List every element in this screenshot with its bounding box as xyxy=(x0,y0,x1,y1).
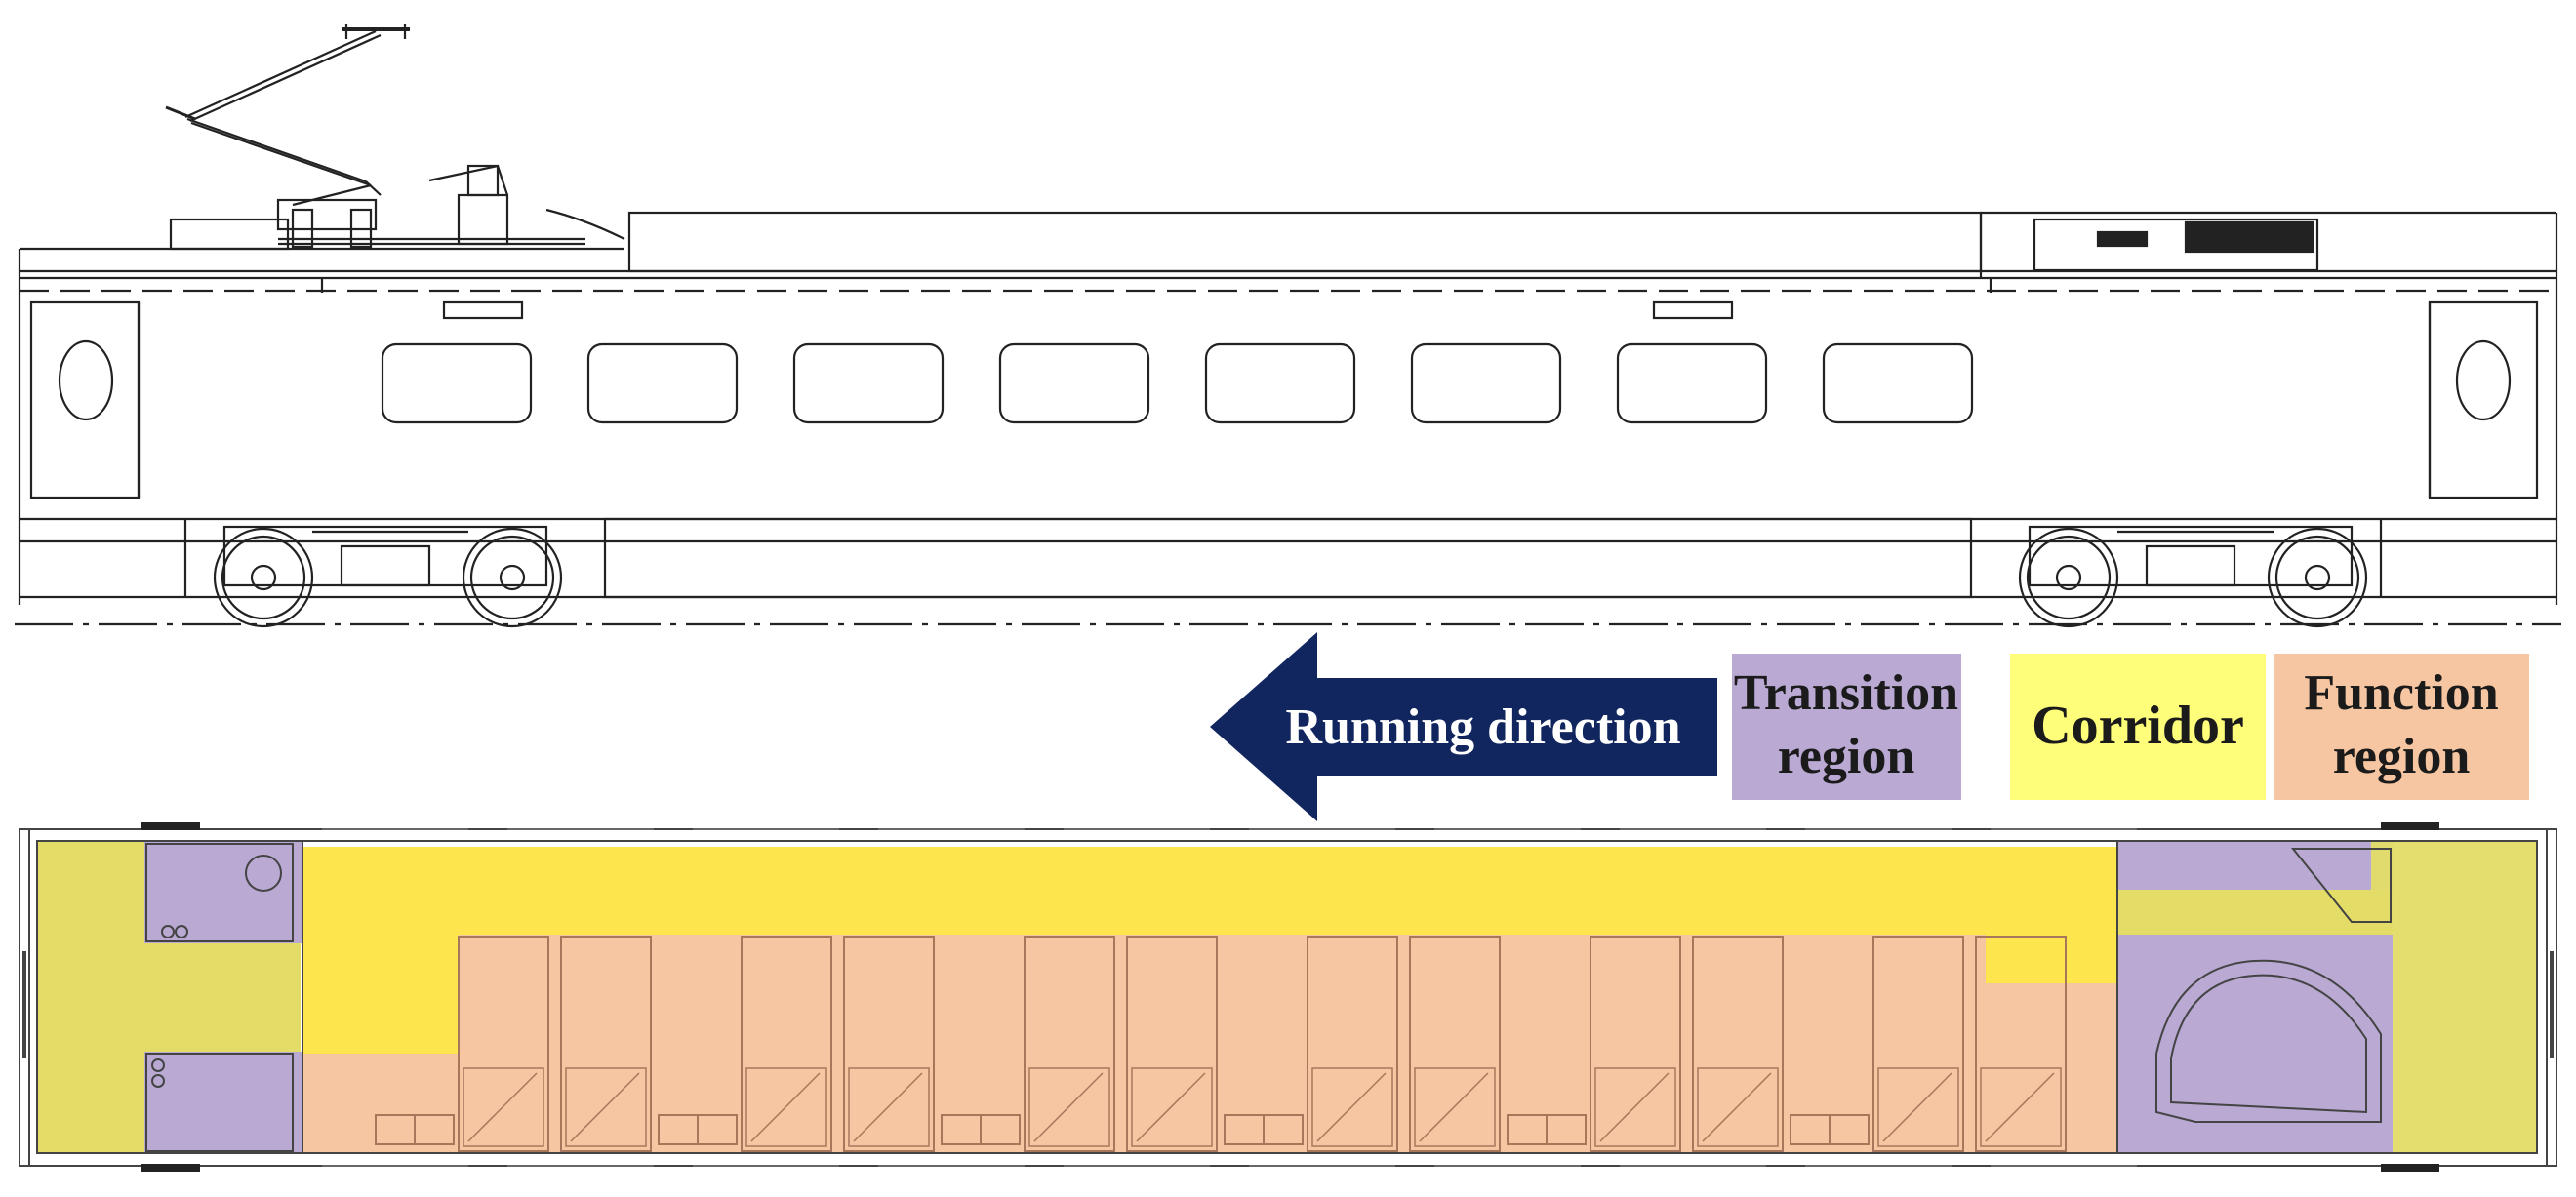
side-window xyxy=(1616,342,1768,424)
berth xyxy=(1409,936,1501,1152)
side-window xyxy=(1410,342,1562,424)
left-lower-transition-region xyxy=(144,1052,302,1154)
berth xyxy=(1872,936,1964,1152)
train-side-view xyxy=(15,24,2561,628)
locker xyxy=(1790,1114,1870,1145)
train-floor-plan xyxy=(19,822,2557,1172)
berth xyxy=(1975,936,2067,1152)
berth xyxy=(1024,936,1115,1152)
legend-function-label-line1: Function xyxy=(2304,665,2498,721)
berth xyxy=(458,936,549,1152)
berth xyxy=(1126,936,1218,1152)
end-door-left xyxy=(29,300,141,499)
legend-transition-label-line1: Transition xyxy=(1734,665,1958,721)
berth xyxy=(560,936,652,1152)
legend-corridor-swatch xyxy=(2010,654,2266,800)
berth xyxy=(741,936,832,1152)
locker xyxy=(1507,1114,1587,1145)
legend-function-label-line2: region xyxy=(2333,729,2471,784)
locker xyxy=(375,1114,455,1145)
berth xyxy=(1692,936,1784,1152)
berth xyxy=(1307,936,1398,1152)
side-window xyxy=(586,342,739,424)
door-window-left xyxy=(58,339,114,421)
side-window xyxy=(1822,342,1974,424)
locker xyxy=(1224,1114,1304,1145)
side-window xyxy=(792,342,945,424)
main-corridor-region xyxy=(302,847,2117,983)
pantograph xyxy=(165,24,625,251)
locker xyxy=(658,1114,738,1145)
door-window-right xyxy=(2455,339,2512,421)
side-window xyxy=(998,342,1150,424)
end-door-right xyxy=(2428,300,2539,499)
legend-transition-label-line2: region xyxy=(1778,729,1915,784)
function-region xyxy=(302,935,2117,1154)
legend-transition-swatch xyxy=(1732,654,1961,800)
side-window xyxy=(381,342,533,424)
left-upper-transition-region xyxy=(144,841,302,943)
legend-corridor-label: Corridor xyxy=(2032,696,2244,756)
running-direction-arrow: Running direction xyxy=(1210,632,1717,821)
bogie-left xyxy=(213,525,563,628)
side-window xyxy=(1204,342,1356,424)
legend: Transition region Corridor Function regi… xyxy=(1732,654,2529,800)
bogie-right xyxy=(2018,525,2368,628)
legend-function-swatch xyxy=(2274,654,2529,800)
berth xyxy=(1590,936,1681,1152)
berth xyxy=(843,936,935,1152)
locker xyxy=(941,1114,1021,1145)
running-direction-label: Running direction xyxy=(1285,699,1680,755)
